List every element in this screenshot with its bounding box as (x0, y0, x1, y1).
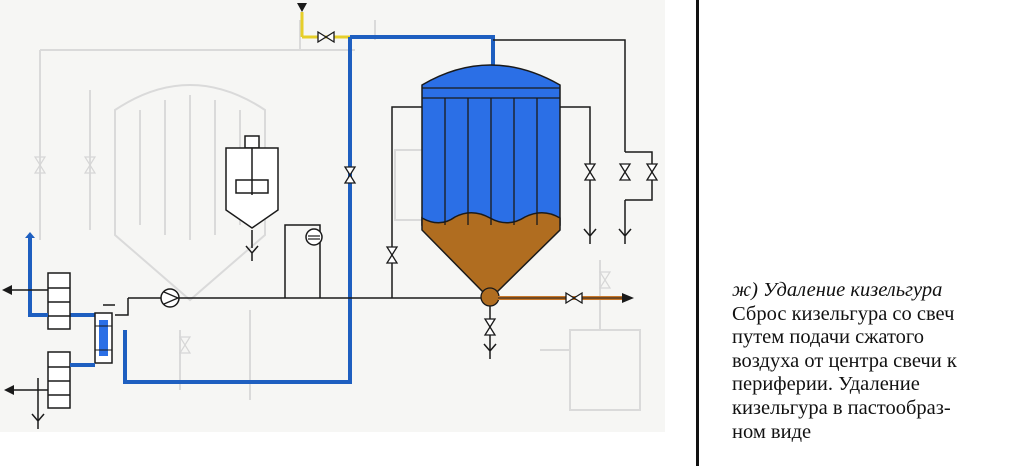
vertical-divider (696, 0, 699, 466)
flow-unit-lower (47, 351, 71, 409)
sight-glass-icon (305, 228, 323, 246)
caption-body: Сброс кизельгура со свеч путем подачи сж… (732, 302, 957, 443)
valve-icon (646, 163, 658, 181)
valve-icon (584, 163, 596, 181)
valve-icon (386, 246, 398, 264)
mixer-icon (235, 148, 269, 195)
valve-icon (619, 163, 631, 181)
caption: ж) Удаление кизельгура Сброс кизельгура … (732, 279, 1017, 444)
valve-icon (317, 31, 335, 43)
caption-title: ж) Удаление кизельгура (732, 279, 943, 301)
pump-icon (160, 288, 180, 308)
discharge-line (498, 292, 634, 304)
arrow-icon (25, 232, 35, 238)
valve-icon (344, 166, 356, 184)
drain-icon (245, 245, 259, 262)
kieselguhr-filter-diagram (0, 0, 665, 432)
dosing-tank (225, 135, 279, 262)
filter-vessel (421, 64, 561, 307)
valve-icon (484, 318, 496, 336)
process-lines (5, 39, 653, 420)
arrow-icon (4, 385, 14, 395)
arrow-icon (622, 293, 634, 303)
flow-unit-upper (47, 272, 71, 330)
valve-icon (565, 292, 583, 304)
heat-exchanger (94, 312, 113, 364)
arrow-icon (2, 285, 12, 295)
air-inlet (297, 3, 350, 43)
